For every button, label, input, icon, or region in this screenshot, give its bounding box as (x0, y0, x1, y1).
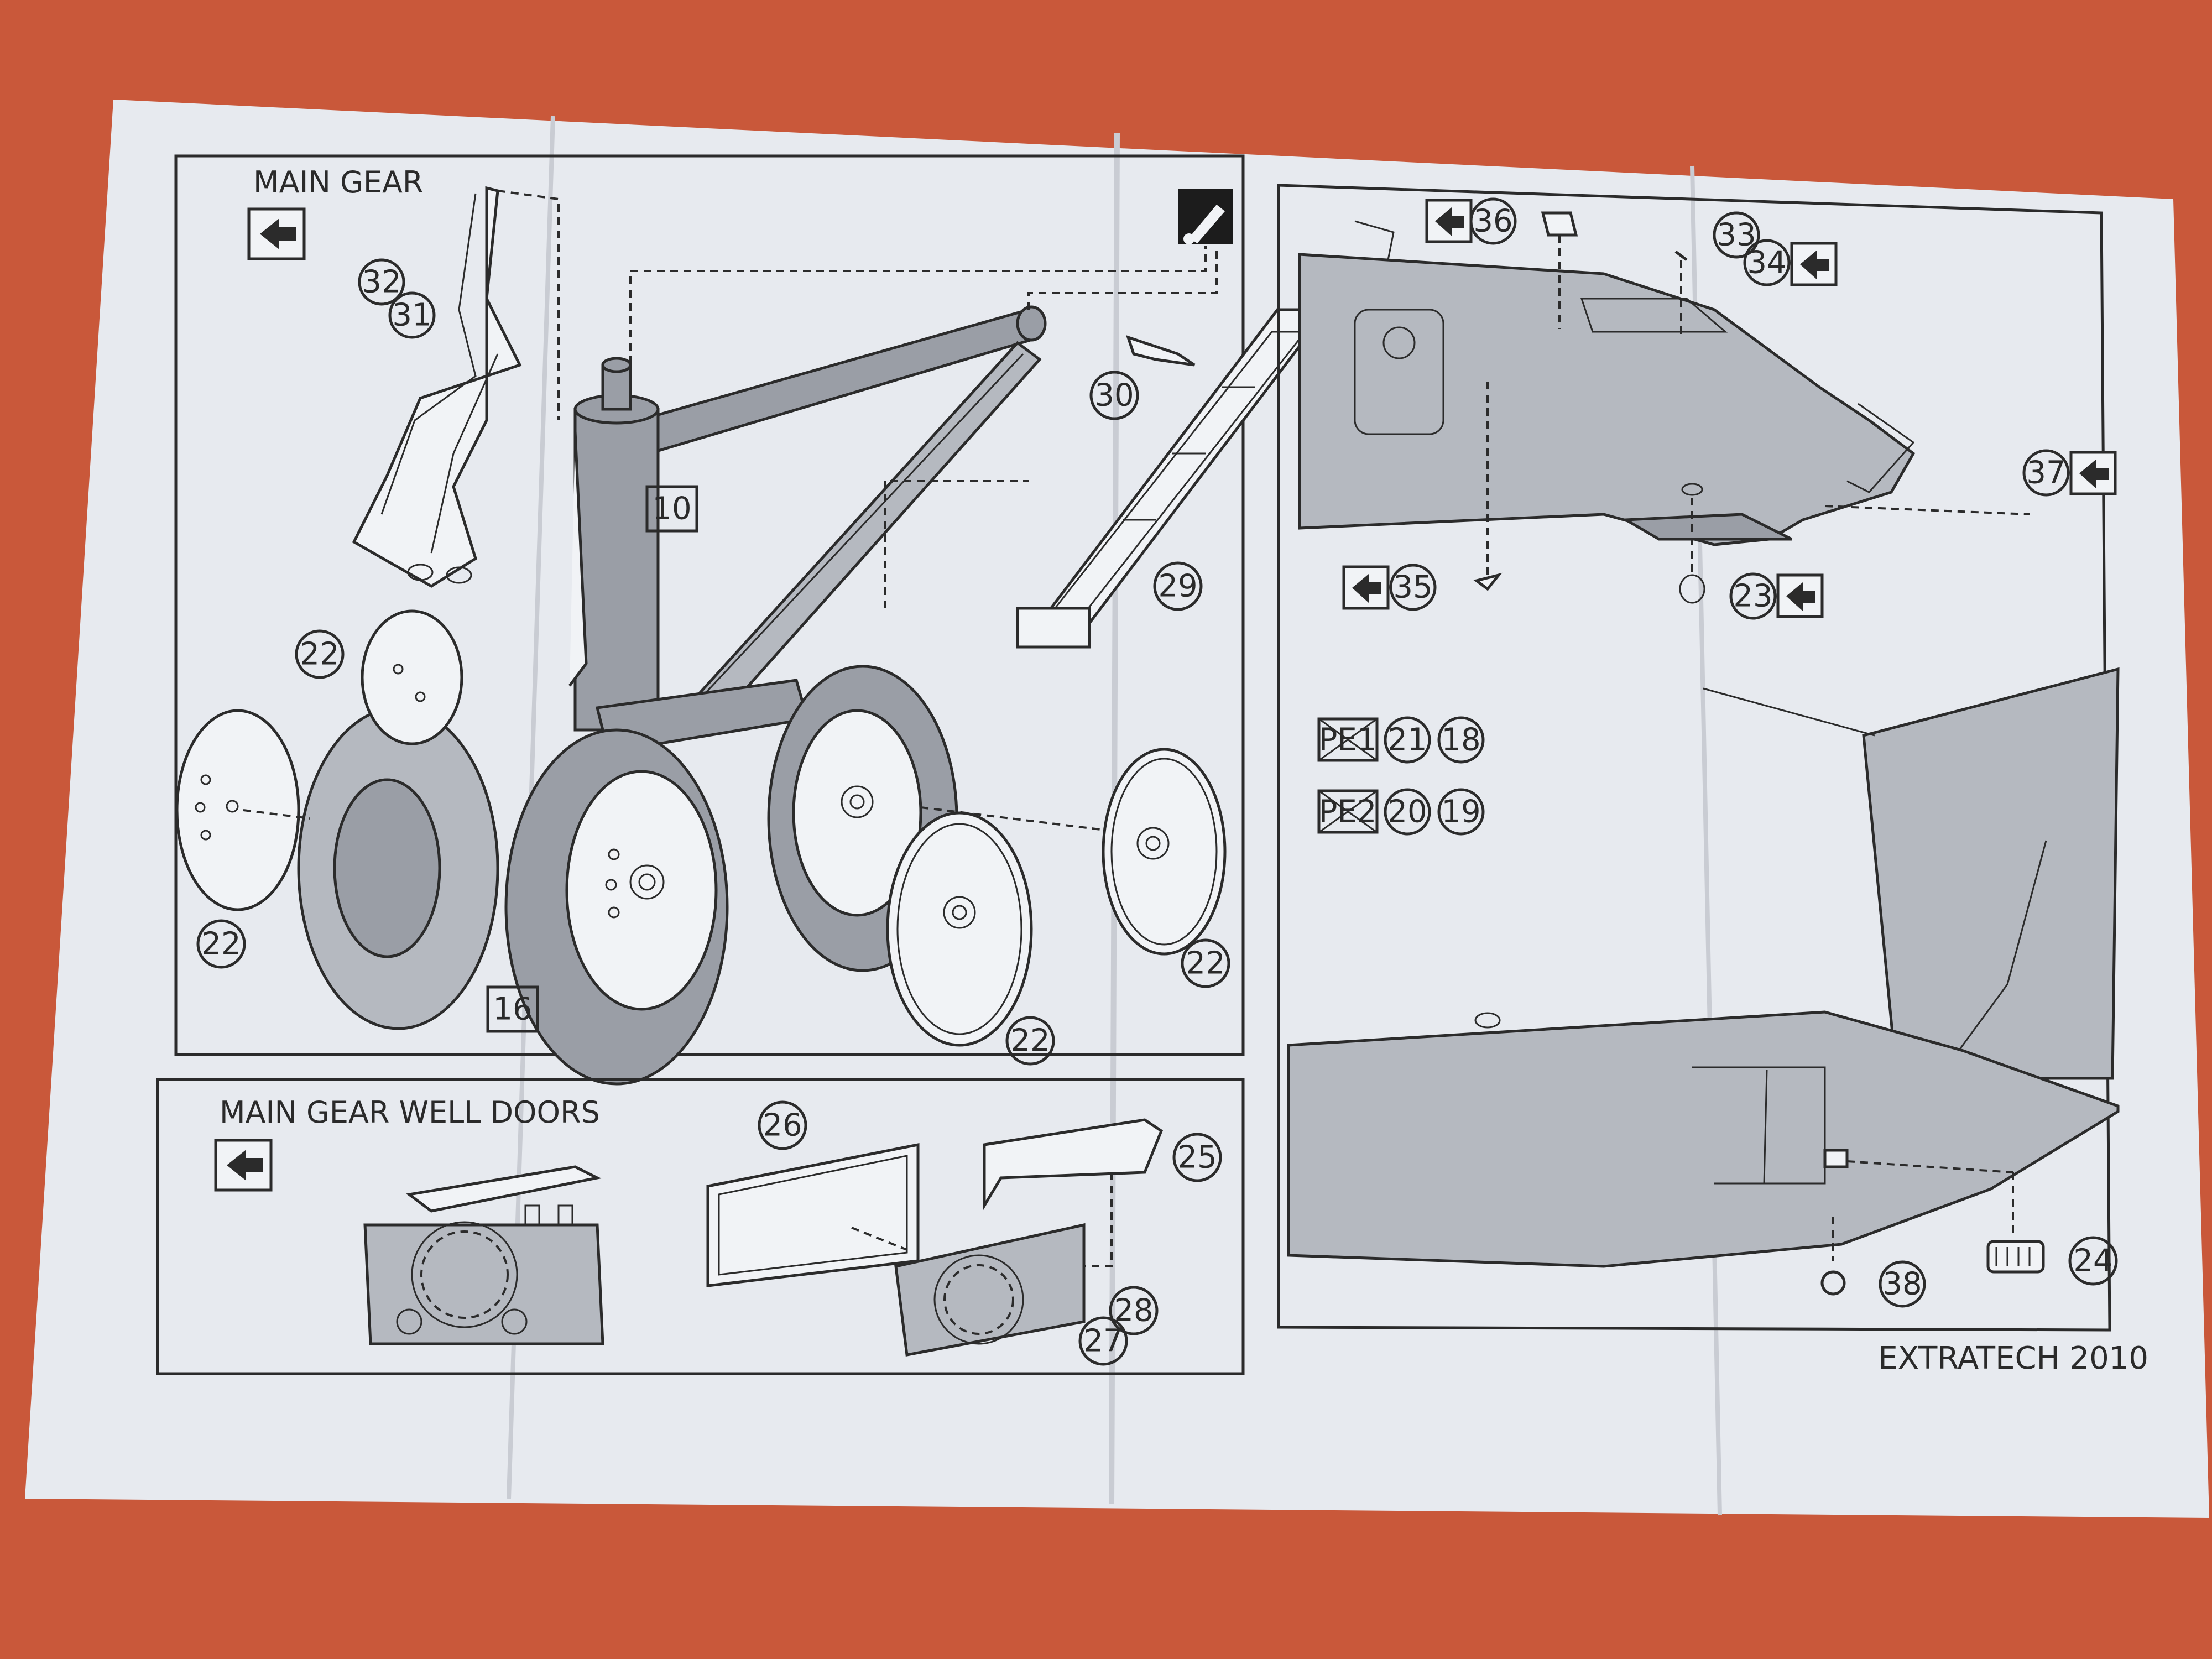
publisher-credit: EXTRATECH 2010 (1878, 1340, 2148, 1376)
well-doors-panel: MAIN GEAR WELL DOORS 26 25 28 27 (156, 1078, 1245, 1375)
svg-text:27: 27 (1083, 1323, 1123, 1359)
pe-part-36-shape (1541, 211, 1578, 237)
part-callout-35: 35 (1342, 564, 1437, 611)
part-callout-33: 33 (1713, 211, 1760, 259)
main-gear-panel: MAIN GEAR (174, 154, 1331, 1086)
svg-text:23: 23 (1733, 578, 1772, 614)
part-callout-22-hub-bottom: 22 (1005, 1016, 1055, 1066)
svg-text:36: 36 (1473, 204, 1512, 239)
part-callout-29: 29 (1153, 561, 1203, 611)
svg-text:22: 22 (1186, 946, 1225, 982)
part-callout-10: 10 (645, 485, 698, 533)
part-callout-23: 23 (1729, 572, 1824, 620)
assembly-arrow-icon (214, 1139, 273, 1192)
svg-text:26: 26 (763, 1108, 802, 1144)
svg-text:PE2: PE2 (1319, 794, 1377, 830)
svg-text:16: 16 (493, 992, 532, 1027)
callout-line (629, 246, 1207, 404)
pe1-reference-row: PE1 21 18 (1317, 716, 1485, 764)
pe-part-35-shape (1473, 572, 1503, 591)
svg-text:31: 31 (392, 298, 431, 333)
part-callout-34: 34 (1743, 239, 1838, 286)
callout-line (1027, 246, 1218, 310)
hub-disc-left-inner (361, 609, 463, 745)
part-callout-37: 37 (2022, 449, 2117, 497)
assembly-arrow-icon (247, 207, 306, 260)
rear-fuselage (1287, 1010, 2120, 1268)
svg-text:21: 21 (1387, 722, 1427, 758)
svg-text:32: 32 (362, 264, 401, 300)
part-callout-22-hub-inner: 22 (295, 629, 345, 679)
well-doors-title: MAIN GEAR WELL DOORS (220, 1095, 600, 1130)
svg-text:38: 38 (1882, 1266, 1922, 1302)
part-callout-31: 31 (388, 291, 436, 339)
svg-text:PE1: PE1 (1319, 722, 1377, 758)
part-callout-24: 24 (2068, 1236, 2118, 1286)
svg-text:22: 22 (201, 926, 241, 962)
pe-part-33-shape (1674, 251, 1688, 261)
pe-part-23-ring (1679, 574, 1705, 604)
pe2-reference-row: PE2 20 19 (1317, 788, 1485, 836)
aerial-fin (1354, 220, 1395, 260)
entry-door (1354, 309, 1444, 435)
main-gear-frame (174, 154, 1245, 1056)
gear-door-assembled (363, 1165, 604, 1345)
rear-hatch-outline (1692, 1066, 1826, 1185)
callout-line (1084, 1172, 1113, 1267)
pe-part-25-hinge (983, 1118, 1164, 1211)
svg-text:20: 20 (1387, 794, 1427, 830)
part-callout-36: 36 (1425, 197, 1517, 245)
pe-part-30-shape (1126, 335, 1196, 367)
svg-text:22: 22 (300, 637, 339, 672)
svg-text:28: 28 (1114, 1293, 1153, 1329)
main-leg-oleo (568, 357, 660, 732)
callout-line (884, 480, 1029, 608)
fuselage-panel: 36 33 34 37 35 23 PE1 21 (1277, 184, 2120, 1332)
svg-text:30: 30 (1094, 378, 1134, 414)
part-callout-16: 16 (486, 985, 539, 1033)
cement-brush-icon (1178, 189, 1233, 244)
pe-brace-part (352, 186, 560, 588)
svg-text:22: 22 (1010, 1023, 1050, 1059)
chin-fairing (1621, 513, 1793, 541)
pe-part-26-inner (718, 1155, 908, 1276)
part-callout-22-hub-right: 22 (1181, 938, 1230, 988)
well-doors-frame (156, 1078, 1245, 1375)
vent-grille (1823, 1149, 1849, 1168)
part-callout-27: 27 (1078, 1316, 1128, 1366)
pe-part-29-frame (1016, 308, 1331, 649)
callout-line (851, 1227, 907, 1251)
part-callout-38: 38 (1879, 1260, 1926, 1308)
pe-part-27-door (894, 1223, 1086, 1357)
tire-front-left (504, 728, 729, 1086)
nose-section (1298, 220, 1916, 546)
part-callout-26: 26 (758, 1100, 807, 1150)
hub-disc-left-outer (175, 709, 310, 911)
main-gear-title: MAIN GEAR (253, 165, 423, 200)
part-callout-28: 28 (1109, 1286, 1159, 1335)
svg-text:34: 34 (1747, 245, 1786, 281)
tire-rear-left (297, 706, 499, 1030)
svg-text:29: 29 (1158, 568, 1197, 604)
pe-part-38-ring (1820, 1270, 1846, 1296)
svg-text:18: 18 (1441, 722, 1480, 758)
svg-text:37: 37 (2026, 455, 2065, 491)
svg-text:19: 19 (1441, 794, 1480, 830)
svg-text:35: 35 (1393, 570, 1432, 606)
svg-text:10: 10 (652, 491, 691, 527)
part-callout-25: 25 (1172, 1133, 1222, 1182)
part-callout-22-hub-outer: 22 (196, 919, 246, 969)
hub-disc-right (920, 748, 1227, 956)
part-callout-30: 30 (1089, 371, 1139, 420)
door-porthole (1383, 326, 1416, 359)
svg-text:25: 25 (1177, 1140, 1217, 1176)
fuselage-frame (1277, 184, 2111, 1332)
svg-text:24: 24 (2073, 1243, 2112, 1279)
wheel-hub-front-right (886, 811, 1033, 1047)
part-callout-32: 32 (358, 258, 405, 306)
nose-radome-tip (1846, 403, 1915, 493)
cockpit-windows (1580, 298, 1728, 333)
